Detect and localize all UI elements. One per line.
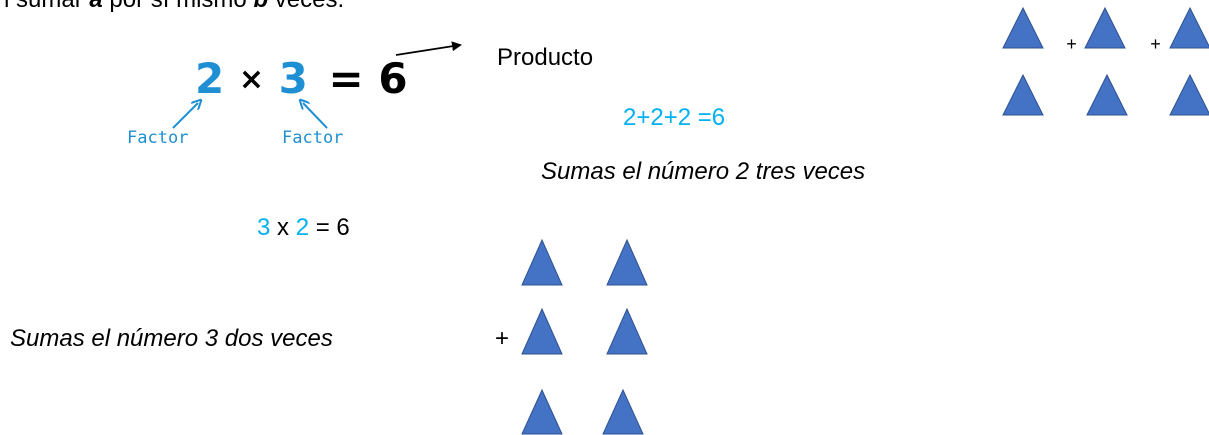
- triangle-top-row2-3: [1169, 73, 1209, 116]
- triangle-grid-3-1: [521, 388, 563, 435]
- factor-arrow-left: [172, 103, 198, 129]
- second-equation: 3 x 2 = 6: [257, 214, 350, 241]
- product-result: 6: [378, 54, 408, 103]
- product-label: Producto: [497, 44, 594, 71]
- triangle-grid-2-2: [606, 307, 648, 355]
- explanation-three: Sumas el número 3 dos veces: [10, 325, 333, 352]
- factor-two-second: 2: [295, 214, 310, 241]
- variable-a: a: [89, 0, 102, 13]
- small-plus-right: +: [1150, 34, 1161, 54]
- triangle-top-row1-2: [1084, 6, 1126, 49]
- explanation-two: Sumas el número 2 tres veces: [541, 158, 866, 185]
- factor-arrow-right: [303, 103, 328, 129]
- factor-label-left: Factor: [127, 128, 189, 148]
- triangle-grid-1-1: [521, 238, 563, 286]
- product-arrow: [395, 41, 462, 56]
- times-sign: ×: [238, 62, 264, 97]
- intro-text: n sumar a por sí mismo b veces.: [0, 0, 344, 14]
- main-equation: 2 × 3 = 6: [195, 58, 408, 105]
- factor-one: 2: [195, 54, 225, 103]
- variable-b: b: [253, 0, 268, 13]
- factor-label-right: Factor: [282, 128, 344, 148]
- small-plus-left: +: [1066, 34, 1077, 54]
- triangle-top-row2-2: [1086, 73, 1128, 116]
- triangle-top-row1-3: [1169, 6, 1209, 49]
- factor-two: 3: [278, 54, 308, 103]
- plus-sign: +: [495, 325, 510, 352]
- triangle-grid-3-2: [602, 388, 644, 435]
- triangle-grid-1-2: [606, 238, 648, 286]
- triangle-top-row2-1: [1002, 73, 1044, 116]
- repeated-sum: 2+2+2 =6: [623, 104, 726, 131]
- triangle-top-row1-1: [1002, 6, 1044, 49]
- equals-sign: =: [328, 54, 364, 103]
- factor-three: 3: [257, 214, 271, 241]
- triangle-grid-2-1: [521, 307, 563, 355]
